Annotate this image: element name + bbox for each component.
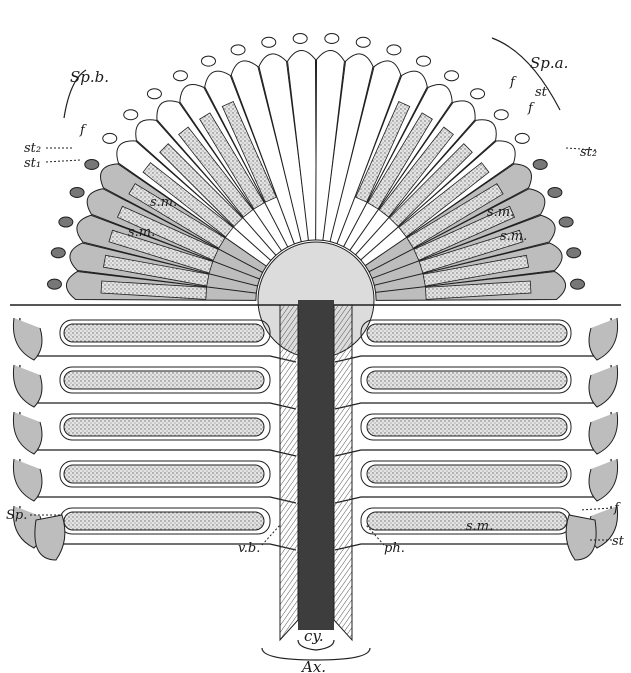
scale-tip-right (589, 412, 618, 454)
outer-scale (559, 217, 573, 227)
scale-tip-right (589, 365, 618, 407)
scale-tip-left (13, 412, 42, 454)
sporangium-right (367, 371, 567, 389)
phloem-left (280, 305, 298, 640)
label-st2-right: st₂ (580, 145, 597, 160)
label-sm-right-1: s.m. (487, 205, 514, 220)
label-f-right-b: f (527, 101, 535, 116)
label-sp-a: Sp.a. (530, 54, 568, 72)
label-vb: v.b. (238, 541, 260, 556)
label-sp-b: Sp.b. (70, 68, 109, 86)
outer-scale (567, 248, 581, 258)
phloem-right (334, 305, 352, 640)
label-f-bottom-right: f (613, 501, 621, 516)
label-sm-left-1: s.m. (150, 195, 177, 210)
sporangium-right (367, 465, 567, 483)
outer-scale (70, 187, 84, 197)
sporangium-left (64, 465, 264, 483)
outer-scale (515, 133, 529, 143)
label-sp: Sp. (6, 508, 27, 523)
outer-scale (103, 133, 117, 143)
scale-tip-left (13, 459, 42, 501)
outer-scale (262, 37, 276, 47)
label-st-right-a: st (535, 85, 548, 100)
bracket-sp-a (492, 38, 560, 110)
scale-tip-left (13, 318, 42, 360)
sporangium-left (64, 418, 264, 436)
label-sm-right-2: s.m. (500, 229, 527, 244)
outer-scale (533, 159, 547, 169)
outer-scale (293, 33, 307, 43)
outer-scale (387, 45, 401, 55)
sporangium-right (367, 418, 567, 436)
label-st1-left: st₁ (24, 156, 41, 171)
outer-scale (471, 89, 485, 99)
stalk-right (566, 515, 596, 560)
scale-tip-right (589, 459, 618, 501)
leader-st1-left (46, 160, 80, 162)
outer-scale (59, 217, 73, 227)
scale-tip-right (589, 318, 618, 360)
outer-scale (201, 56, 215, 66)
outer-scale (147, 89, 161, 99)
outer-scale (325, 33, 339, 43)
sporangium-right (367, 324, 567, 342)
outer-scale (85, 159, 99, 169)
outer-scale (173, 71, 187, 81)
label-sm-left-2: s.m. (128, 225, 155, 240)
leader-vb (262, 525, 280, 545)
label-cy: cy. (304, 627, 324, 645)
outer-scale (548, 187, 562, 197)
scale-tip-left (13, 365, 42, 407)
label-st2-left: st₂ (24, 141, 41, 156)
label-ph: ph. (384, 541, 405, 556)
sporangium-left (64, 512, 264, 530)
outer-scale (124, 110, 138, 120)
outer-scale (356, 37, 370, 47)
sporangium-left (64, 371, 264, 389)
outer-scale (494, 110, 508, 120)
outer-scale (51, 248, 65, 258)
outer-scale (417, 56, 431, 66)
label-ax: Ax. (300, 658, 326, 673)
label-f-left: f (79, 123, 87, 138)
label-st-bottom-right: st (612, 534, 625, 549)
sporangium-left (64, 324, 264, 342)
stalk-left (35, 515, 65, 560)
label-f-right-a: f (509, 75, 517, 90)
leader-f-bottom (580, 508, 612, 510)
outer-scale (445, 71, 459, 81)
outer-scale (571, 279, 585, 289)
label-sm-bottom: s.m. (466, 519, 493, 534)
outer-scale (47, 279, 61, 289)
outer-scale (231, 45, 245, 55)
central-cylinder (298, 300, 334, 630)
